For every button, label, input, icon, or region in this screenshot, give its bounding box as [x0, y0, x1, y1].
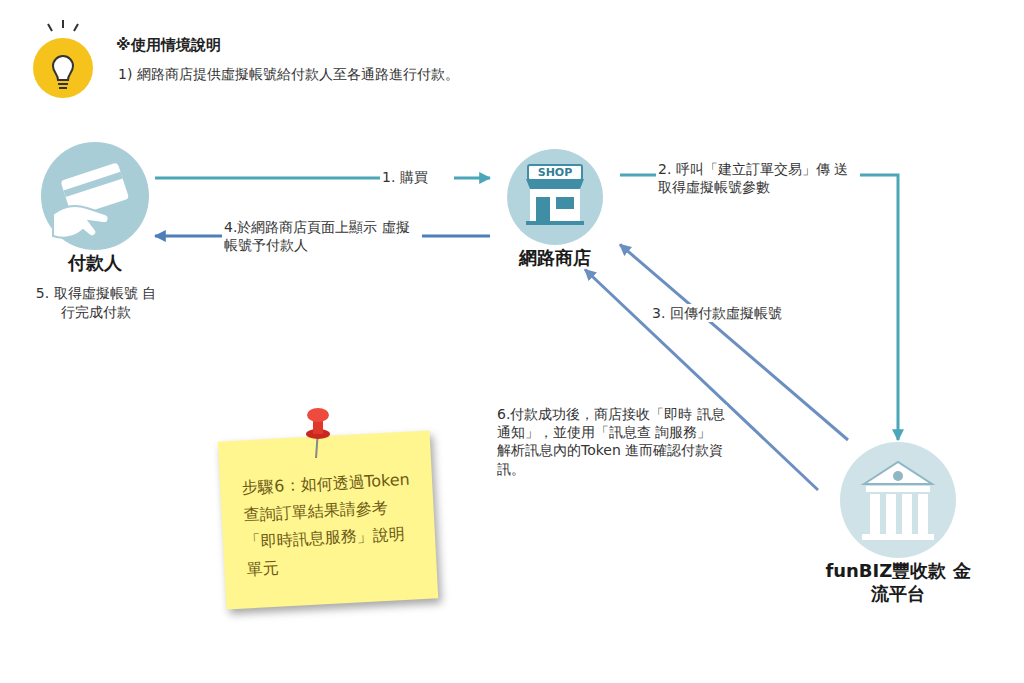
payer-node: 付款人	[35, 140, 155, 275]
bank-icon	[818, 440, 978, 560]
edge-label: 3. 回傳付款虛擬帳號	[650, 304, 804, 322]
shop-icon-wrap	[490, 147, 620, 247]
edge-label: 1. 購買	[380, 168, 454, 186]
payer-icon	[35, 140, 155, 252]
scenario-text: 1) 網路商店提供虛擬帳號給付款人至各通路進行付款。	[118, 66, 459, 84]
node-label: 網路商店	[490, 247, 620, 270]
create-order-arrow	[620, 175, 898, 440]
bank-icon-wrap	[818, 440, 978, 560]
shop-sign-text: SHOP	[490, 166, 620, 179]
shop-node: 網路商店 SHOP	[490, 147, 620, 270]
payer-icon-wrap	[35, 140, 155, 252]
node-label: 付款人	[35, 252, 155, 275]
payment-platform-node: funBIZ豐收款 金流平台	[818, 440, 978, 605]
sticky-note: 步驟6：如何透過Token查詢訂單結果請參考「即時訊息服務」說明單元	[218, 431, 439, 610]
step-note: 5. 取得虛擬帳號 自行完成付款	[32, 284, 160, 322]
shop-icon	[490, 147, 620, 247]
push-pin	[296, 404, 346, 464]
diagram-title: ※使用情境說明	[116, 36, 221, 55]
edge-label: 4.於網路商店頁面上顯示 虛擬帳號予付款人	[222, 218, 422, 254]
node-label: funBIZ豐收款 金流平台	[818, 560, 978, 605]
lightbulb-icon	[28, 18, 98, 98]
edge-label: 2. 呼叫「建立訂單交易」傳 送取得虛擬帳號參數	[656, 160, 860, 196]
node-label: 步驟6：如何透過Token查詢訂單結果請參考「即時訊息服務」說明單元	[218, 431, 438, 599]
edge-label: 6.付款成功後，商店接收「即時 訊息通知」，並使用「訊息查 詢服務」解析訊息內的…	[495, 405, 727, 478]
